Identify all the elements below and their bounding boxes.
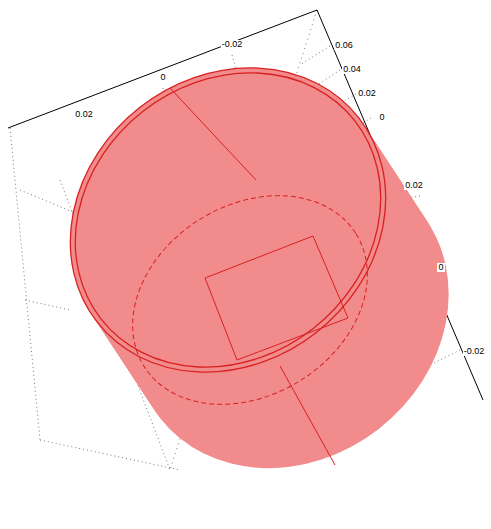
axis-tick-label: 0.02: [74, 110, 94, 119]
inner-rim: [16, 12, 440, 428]
grid-line: [10, 128, 40, 440]
cylinder-body: [9, 5, 491, 529]
cylinder-edges: [9, 5, 447, 465]
seam-line: [170, 88, 256, 180]
axis-tick-label: -0.02: [463, 347, 486, 356]
axis-tick-label: 0: [437, 263, 444, 272]
axis-tick-label: 0.06: [334, 41, 354, 50]
grid-line: [20, 190, 80, 215]
body-fill: [72, 101, 491, 529]
grid-line: [300, 46, 330, 65]
seam-line: [280, 366, 335, 465]
axis-tick-label: 0.04: [342, 65, 362, 74]
axis-tick-label: 0: [378, 113, 385, 122]
axis-tick-label: 0: [159, 73, 166, 82]
axis-tick-label: 0.02: [404, 181, 424, 190]
outer-rim: [9, 5, 447, 435]
inner-square: [205, 236, 348, 360]
inner-bottom-edge: [94, 153, 407, 447]
axis-tick-label: 0.02: [357, 89, 377, 98]
axis-tick-label: -0.02: [221, 40, 244, 49]
grid-line: [40, 440, 180, 470]
grid-line: [25, 300, 70, 310]
